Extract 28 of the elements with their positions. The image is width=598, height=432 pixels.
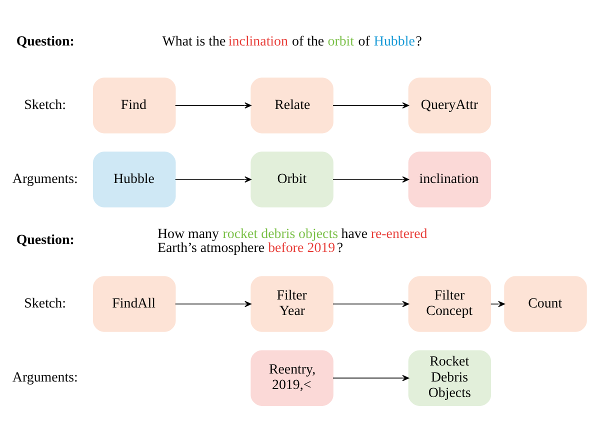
arrow — [174, 176, 252, 182]
arrow — [332, 374, 410, 381]
node-box: FindAll — [93, 276, 176, 332]
node-box: Rocket Debris Objects — [408, 350, 492, 406]
node-box: QueryAttr — [408, 77, 492, 133]
label: How many rocket debris objects have re-entered Earth’s atmosphere before 2019? — [157, 226, 428, 256]
label: What is the inclination of the orbit of Hubble? — [162, 34, 422, 50]
label: Arguments: — [12, 370, 78, 385]
node-box: Orbit — [250, 151, 334, 207]
node-box: Relate — [250, 77, 334, 133]
label: Question: — [16, 34, 74, 50]
label: Sketch: — [24, 296, 66, 311]
arrow — [174, 300, 252, 307]
arrow — [490, 300, 505, 307]
arrow — [332, 300, 410, 307]
node-box: Filter Concept — [408, 276, 492, 332]
node-box: Count — [504, 276, 587, 332]
node-box: Hubble — [93, 151, 176, 207]
node-box: Filter Year — [250, 276, 334, 332]
node-box: Reentry, 2019,< — [250, 350, 334, 406]
node-box: inclination — [408, 151, 492, 207]
arrow — [332, 102, 410, 108]
label: Arguments: — [12, 171, 78, 186]
arrow — [174, 102, 252, 108]
arrow — [332, 176, 410, 182]
node-box: Find — [93, 77, 176, 133]
label: Question: — [16, 232, 74, 248]
label: Sketch: — [24, 97, 66, 112]
